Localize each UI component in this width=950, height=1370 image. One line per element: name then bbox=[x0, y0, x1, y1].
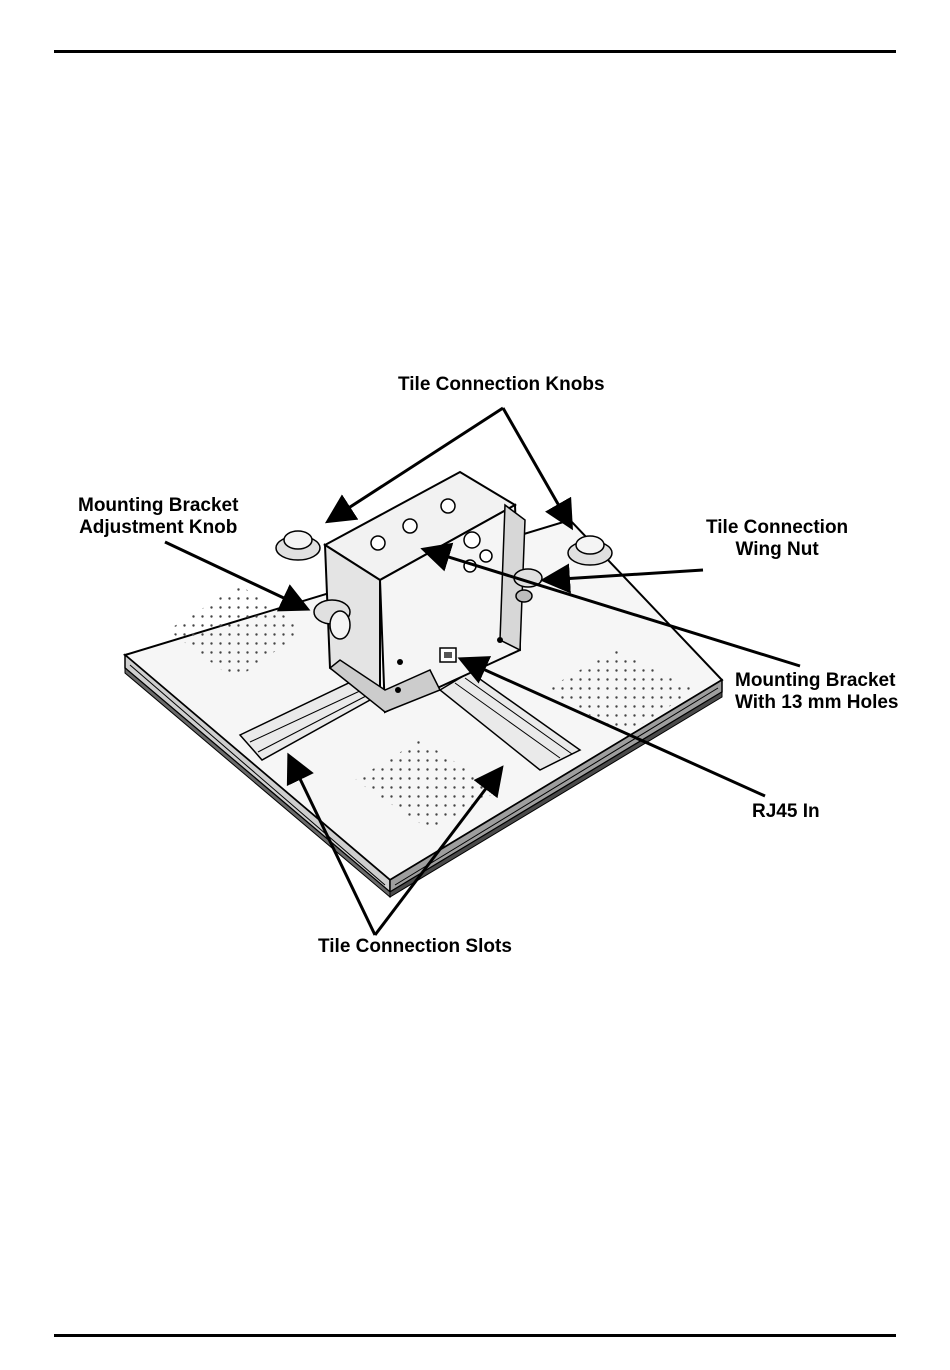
label-wingnut-line-2: Wing Nut bbox=[706, 539, 848, 561]
label-wingnut-line-1: Tile Connection bbox=[706, 517, 848, 539]
label-tile-connection-knobs: Tile Connection Knobs bbox=[398, 374, 605, 396]
label-adjust-line-1: Mounting Bracket bbox=[78, 495, 238, 517]
label-slots-text: Tile Connection Slots bbox=[318, 936, 512, 958]
label-mounting-bracket-with-holes: Mounting Bracket With 13 mm Holes bbox=[735, 670, 898, 714]
label-tile-connection-wing-nut: Tile Connection Wing Nut bbox=[706, 517, 848, 561]
label-tile-connection-slots: Tile Connection Slots bbox=[318, 936, 512, 958]
label-tile-connection-knobs-text: Tile Connection Knobs bbox=[398, 374, 605, 396]
label-adjust-line-2: Adjustment Knob bbox=[78, 517, 238, 539]
tile-connection-knob-left bbox=[276, 531, 320, 560]
label-bracket-line-2: With 13 mm Holes bbox=[735, 692, 898, 714]
label-rj45-text: RJ45 In bbox=[752, 801, 820, 823]
label-rj45-in: RJ45 In bbox=[752, 801, 820, 823]
footer-rule bbox=[54, 1334, 896, 1337]
label-bracket-line-1: Mounting Bracket bbox=[735, 670, 898, 692]
label-mounting-bracket-adjustment-knob: Mounting Bracket Adjustment Knob bbox=[78, 495, 238, 539]
